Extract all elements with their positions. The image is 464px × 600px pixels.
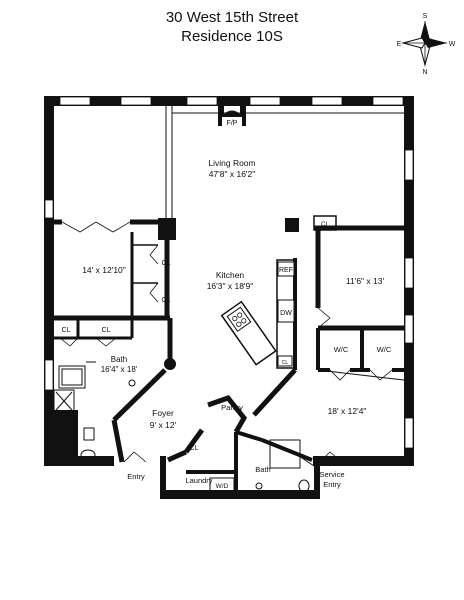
closet-label: CL xyxy=(190,445,199,452)
kitchen-closet xyxy=(277,355,293,367)
kitchen-island xyxy=(220,300,277,366)
plan-title-address: 30 West 15th Street xyxy=(165,9,299,26)
bath-fixtures xyxy=(53,365,310,493)
exterior-walls xyxy=(44,96,414,499)
compass-west-label: W xyxy=(449,41,456,48)
service-entry-label-2: Entry xyxy=(323,480,341,489)
walk-in-closet-label: W/C xyxy=(334,345,349,354)
compass-north-label: N xyxy=(422,69,427,76)
refrigerator-label: REF xyxy=(279,267,293,274)
closet-label: CL xyxy=(321,221,330,228)
kitchen-name: Kitchen xyxy=(216,270,245,280)
kitchen-dims: 16'3" x 18'9" xyxy=(207,281,254,291)
fireplace-icon xyxy=(218,106,246,126)
interior-walls xyxy=(54,106,405,493)
foyer-name: Foyer xyxy=(152,408,174,418)
foyer-dims: 9' x 12' xyxy=(150,420,177,430)
plan-title-unit: Residence 10S xyxy=(181,28,283,45)
closet-label: CL xyxy=(102,327,111,334)
column-icon xyxy=(164,358,176,370)
laundry-name: Laundry xyxy=(185,476,212,485)
windows xyxy=(44,96,414,449)
washer-dryer-label: W/D xyxy=(216,483,229,490)
dishwasher-icon xyxy=(277,299,295,323)
bath-small-name: Bath xyxy=(255,465,270,474)
compass-south-label: S xyxy=(423,13,428,20)
bedroom-east-dims: 11'6" x 13' xyxy=(346,276,385,286)
bedroom-west-dims: 14' x 12'10" xyxy=(82,265,126,275)
service-entry-label-1: Service xyxy=(319,470,344,479)
bedroom-southeast-dims: 18' x 12'4" xyxy=(328,406,367,416)
closet-label: CL xyxy=(162,260,171,267)
main-entry-label: Entry xyxy=(127,472,145,481)
dishwasher-label: DW xyxy=(280,310,292,317)
closet-label: CL xyxy=(162,297,171,304)
fireplace-label: F/P xyxy=(227,120,238,127)
living-room-name: Living Room xyxy=(208,158,255,168)
compass-east-label: E xyxy=(397,41,402,48)
closet-label: CL xyxy=(62,327,71,334)
pantry-name: Pantry xyxy=(221,403,243,412)
walk-in-closet-label: W/C xyxy=(377,345,392,354)
closet-label: CL xyxy=(282,360,289,366)
bath-main-dims: 16'4" x 18' xyxy=(101,365,138,374)
living-room-dims: 47'8" x 16'2" xyxy=(209,169,256,179)
compass-rose-icon: S N E W xyxy=(397,13,456,76)
refrigerator-icon xyxy=(277,261,295,277)
bath-main-name: Bath xyxy=(111,355,127,364)
